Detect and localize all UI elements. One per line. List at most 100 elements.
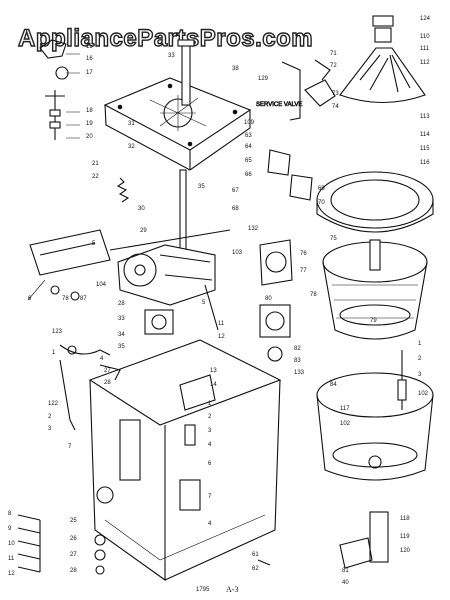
label: 2 [418,356,422,362]
label: 1 [208,401,212,407]
label: 28 [70,568,77,574]
wiring-harness [59,344,121,431]
label: 120 [400,548,411,554]
label: 77 [300,268,307,274]
label: 5 [92,241,96,247]
label: 35 [198,184,205,190]
label: 4 [208,442,212,448]
label: 70 [318,200,325,206]
label: 1 [52,350,56,356]
label: 7 [208,494,212,500]
label: 33 [168,53,175,59]
part-number-labels: 15 16 17 18 19 20 21 22 31 32 33 30 35 2… [8,16,431,586]
label: 2 [208,414,212,420]
label: 65 [245,158,252,164]
label: 84 [330,382,337,388]
label: 31 [128,121,135,127]
label: 124 [420,16,431,22]
label: 112 [420,60,430,66]
label: 18 [86,108,93,114]
label: 35 [118,344,125,350]
label: 21 [92,161,99,167]
label: 10 [8,541,15,547]
label: 67 [232,188,239,194]
label: 116 [420,160,430,166]
label: 72 [330,63,337,69]
label: 38 [232,66,239,72]
label: 28 [118,301,125,307]
label: 80 [265,296,272,302]
page-code: A-3 [226,585,238,594]
label: 111 [420,46,430,52]
label: 1 [418,341,422,347]
label: 113 [420,114,430,120]
label: 129 [258,76,269,82]
label: 4 [100,356,104,362]
label: 71 [330,51,337,57]
label: 29 [140,228,147,234]
footer-small-text: 1795 [196,587,210,593]
label: 79 [370,318,377,324]
label: 53 [245,36,252,42]
label: 66 [245,172,252,178]
label: 8 [8,511,12,517]
label: 27 [70,552,77,558]
label: 25 [70,518,77,524]
loose-hardware [17,514,106,575]
label: 104 [96,282,107,288]
label: 132 [248,226,259,232]
label: 27 [104,368,111,374]
cabinet-base [88,339,282,582]
label: 69 [318,186,325,192]
label: 62 [252,566,259,572]
label: 76 [300,251,307,257]
label: 15 [86,44,93,50]
label: 2 [48,414,52,420]
label: 34 [118,332,125,338]
label: 9 [8,526,12,532]
label: 11 [8,556,15,562]
top-left-parts [39,39,80,140]
label: 33 [118,316,125,322]
label: 40 [342,580,349,586]
label: 6 [28,296,32,302]
label: 5 [202,300,206,306]
label: 7 [68,444,72,450]
label: 12 [8,571,15,577]
label: 133 [294,370,305,376]
tub-ring [316,171,434,233]
label: 117 [340,406,350,412]
label: 13 [210,368,217,374]
label: 110 [420,34,430,40]
label: 11 [218,321,225,327]
watermark-text: AppliancePartsPros.com [18,25,313,52]
label: 115 [420,146,430,152]
label: 14 [210,382,217,388]
callout-note: SERVICE VALVE [256,102,302,108]
label: 22 [92,174,99,180]
label: 114 [420,132,430,138]
pump-motor [204,239,293,362]
label: 82 [294,346,301,352]
label: 73 [332,91,339,97]
label: 32 [128,144,135,150]
label: 4 [208,521,212,527]
label: 19 [86,121,93,127]
mounting-plate [103,39,252,171]
label: 63 [245,133,252,139]
label: 6 [208,461,212,467]
label: 123 [52,329,63,335]
label: 109 [244,120,255,126]
label: 3 [208,428,212,434]
label: 64 [245,144,252,150]
label: 74 [332,104,339,110]
label: 68 [232,206,239,212]
drain-pump [257,511,389,569]
spring-left [116,177,130,203]
label: 61 [252,552,259,558]
label: 3 [418,372,422,378]
belt-bracket [27,229,111,301]
label: 17 [86,70,93,76]
label: 26 [70,536,77,542]
